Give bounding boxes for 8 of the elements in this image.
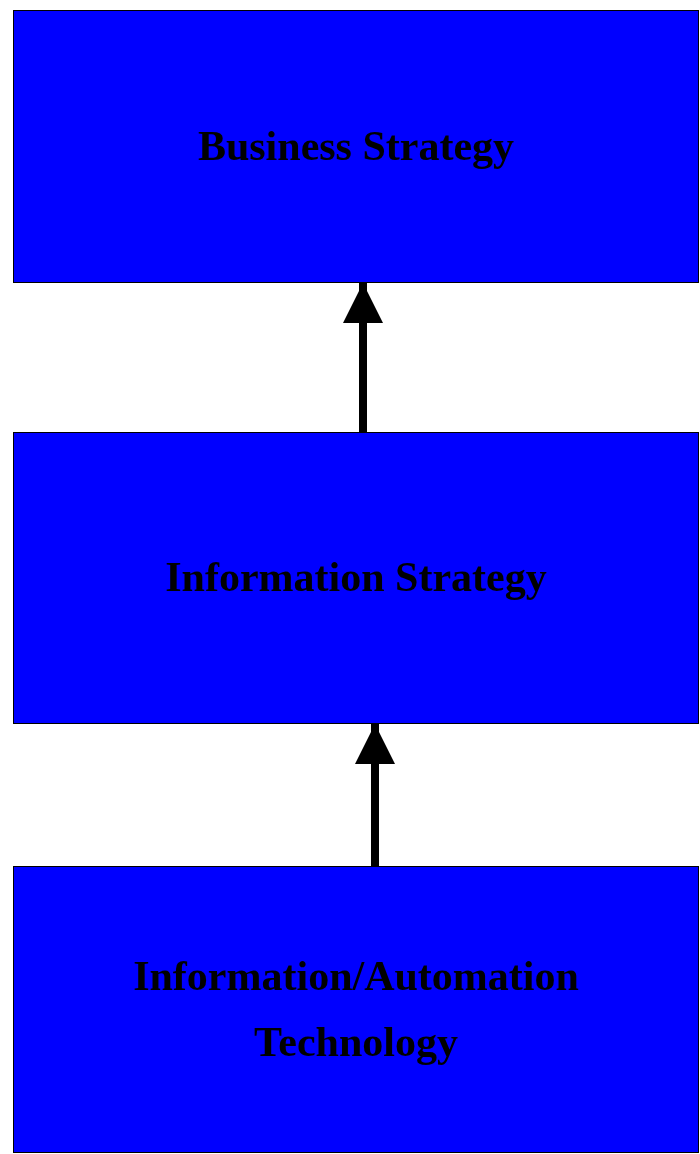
box-label: Information/Automation Technology (132, 952, 580, 1067)
arrow (343, 283, 383, 432)
arrow (355, 724, 395, 866)
strategy-box (13, 866, 699, 1153)
strategy-box (13, 432, 699, 724)
strategy-box (13, 10, 699, 283)
box-label: Information Strategy (165, 553, 547, 603)
box-label: Business Strategy (197, 121, 515, 171)
